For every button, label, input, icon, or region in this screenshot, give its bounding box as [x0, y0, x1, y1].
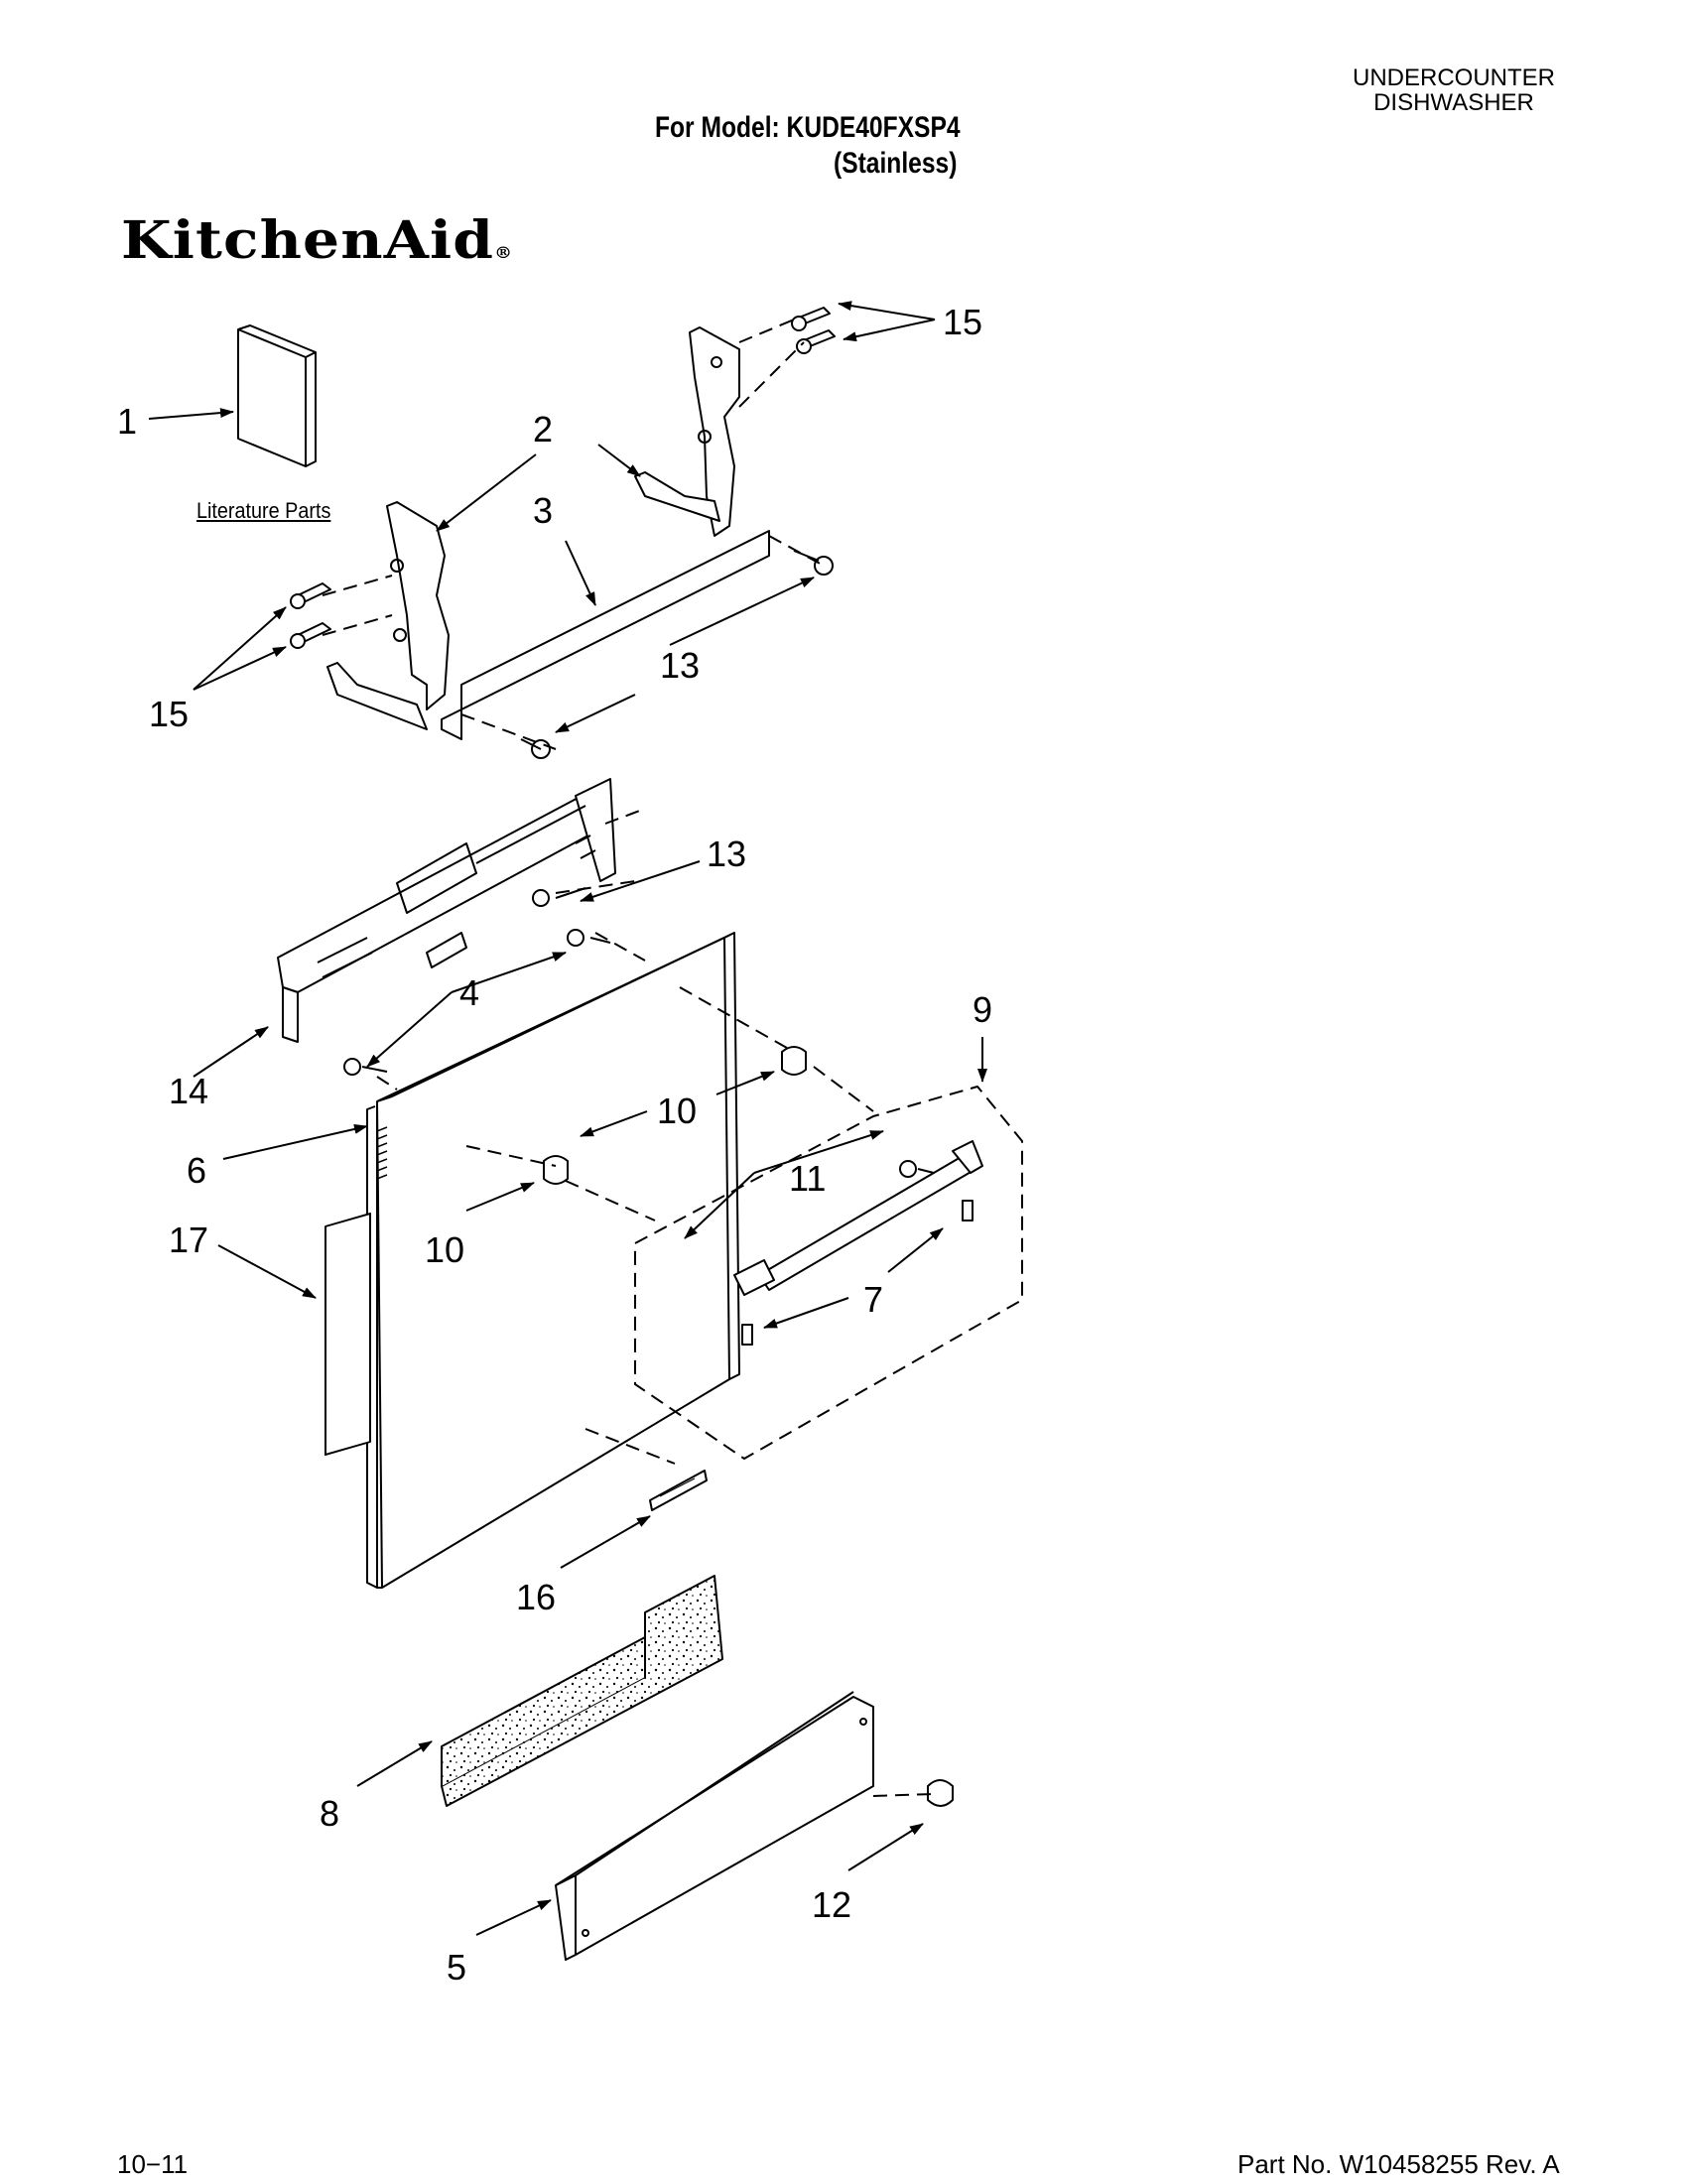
- callout-15-lower: 15: [149, 694, 189, 734]
- callout-7: 7: [863, 1279, 883, 1320]
- control-console-assembly: [277, 778, 616, 1043]
- finish-label: (Stainless): [834, 147, 958, 180]
- category-line-2: DISHWASHER: [1373, 89, 1534, 116]
- callout-15-upper: 15: [943, 302, 982, 342]
- literature-booklet: [237, 324, 317, 467]
- callout-9: 9: [973, 989, 992, 1030]
- model-number: For Model: KUDE40FXSP4: [655, 111, 961, 144]
- door-insulation-sheet: [325, 1213, 371, 1456]
- part-number: Part No. W10458255 Rev. A: [1237, 2149, 1560, 2179]
- brand-logo: KitchenAid®: [121, 210, 513, 271]
- nameplate: [649, 1470, 708, 1511]
- callout-2: 2: [533, 409, 553, 450]
- callout-8: 8: [320, 1793, 339, 1834]
- callout-17: 17: [169, 1220, 208, 1260]
- callout-13-upper: 13: [660, 645, 700, 686]
- door-hinge-bracket-right: [634, 326, 740, 537]
- outer-door-panel: [366, 932, 740, 1589]
- category-line-1: UNDERCOUNTER: [1353, 64, 1555, 91]
- handle-spacers: [543, 1046, 807, 1185]
- date-code: 10−11: [117, 2149, 189, 2179]
- console-trim-strip: [441, 530, 770, 740]
- door-handle: [733, 1140, 983, 1346]
- callout-5: 5: [447, 1947, 466, 1988]
- callout-labels: 1 2 3 15 15 13 13 4 14 9 10 10 6 11 17 7…: [117, 302, 992, 1988]
- callout-11: 11: [789, 1158, 826, 1199]
- handle-kit-outline: [634, 1086, 1023, 1460]
- callout-4: 4: [459, 972, 479, 1013]
- registered-mark: ®: [494, 243, 514, 262]
- callout-10-left: 10: [425, 1229, 464, 1270]
- dashed-alignment-lines: [322, 317, 934, 1797]
- callout-3: 3: [533, 490, 553, 531]
- callout-16: 16: [516, 1577, 556, 1617]
- callout-6: 6: [187, 1150, 206, 1191]
- callout-leaders: [148, 301, 987, 1936]
- toe-panel: [555, 1691, 874, 1961]
- literature-parts-label: Literature Parts: [196, 498, 331, 523]
- callout-1: 1: [117, 401, 137, 442]
- toe-panel-screw: [927, 1779, 954, 1807]
- callout-10-right: 10: [657, 1091, 697, 1131]
- brand-name: KitchenAid: [121, 210, 495, 271]
- callout-14: 14: [169, 1071, 208, 1111]
- callout-13-lower: 13: [707, 834, 746, 874]
- appliance-category: UNDERCOUNTER DISHWASHER: [1290, 65, 1618, 115]
- callout-12: 12: [812, 1884, 851, 1925]
- door-hinge-bracket-left: [326, 501, 450, 730]
